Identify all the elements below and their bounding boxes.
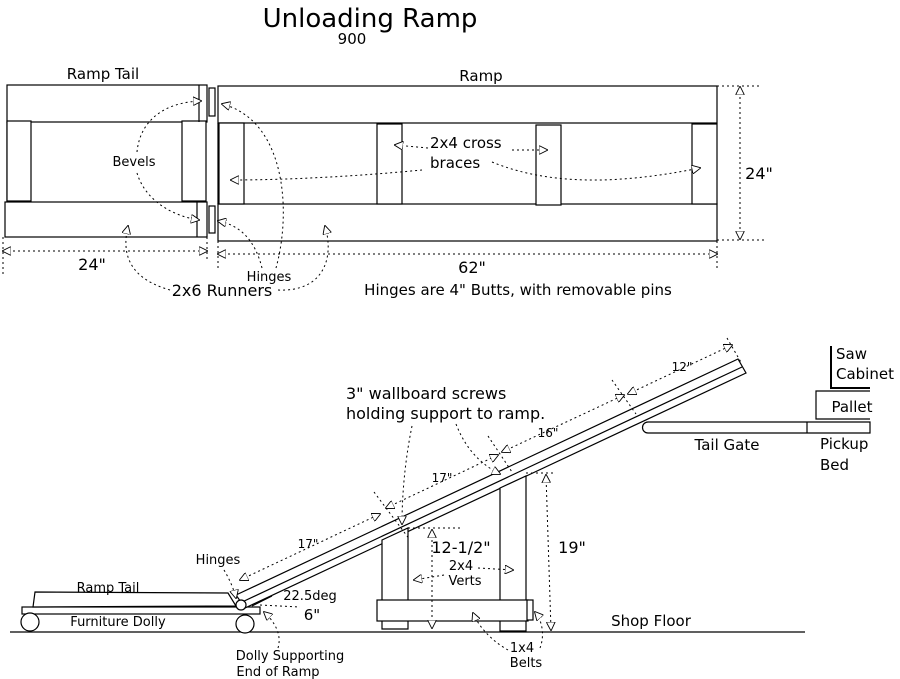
- dim-12-label: 12": [672, 360, 693, 374]
- dim-19-label: 19": [558, 538, 586, 557]
- ramp-brace-4: [691, 123, 718, 205]
- ramp-brace-1: [218, 122, 245, 205]
- belt-end: [526, 599, 534, 621]
- tail-gate: [641, 421, 871, 434]
- hinge-note: Hinges are 4" Butts, with removable pins: [364, 281, 672, 299]
- vert-tall: [499, 475, 527, 632]
- belts-line2: Belts: [510, 656, 543, 671]
- dim-12-line: [628, 345, 732, 394]
- dim-16-label: 16": [538, 426, 559, 440]
- hinges-arrow-bottom: [218, 221, 263, 269]
- runners-arrow-right: [277, 226, 328, 291]
- ramp-top-runner: [217, 85, 718, 124]
- ramp-hinge-pin: [235, 599, 247, 611]
- saw-label-line1: Saw: [836, 345, 867, 363]
- cross-braces-line1: 2x4 cross: [430, 134, 502, 152]
- dim-17-upper-line: [386, 455, 498, 508]
- height-dim: 24": [745, 164, 773, 183]
- ramp-tail-side-label: Ramp Tail: [77, 581, 140, 596]
- runners-arrow-left: [126, 226, 171, 291]
- ramp-tail-plan: [4, 84, 208, 238]
- braces-arrow-right: [491, 161, 700, 181]
- ramp-length-dim: 62": [458, 258, 486, 277]
- furniture-dolly-label: Furniture Dolly: [70, 615, 166, 630]
- dim-12-5-label: 12-1/2": [431, 538, 490, 557]
- tail-bottom-runner: [4, 201, 208, 238]
- diagram-subtitle: 900: [338, 30, 367, 48]
- ramp-brace-2: [376, 123, 403, 205]
- braces-arrow-left: [231, 169, 423, 180]
- dim-17-lower-line: [240, 514, 380, 580]
- angle-label: 22.5deg: [283, 589, 336, 604]
- ramp-label: Ramp: [459, 67, 502, 85]
- tail-width-dim: 24": [78, 255, 106, 274]
- dolly-wheel-right: [235, 614, 255, 634]
- dim-19-line: [546, 475, 551, 630]
- saw-cabinet: [830, 346, 870, 389]
- braces-arrow-mid-left: [395, 145, 429, 148]
- verts-line1: 2x4: [449, 559, 473, 574]
- ramp-tail-label: Ramp Tail: [67, 65, 139, 83]
- dim-6-label: 6": [304, 606, 320, 624]
- tail-right-brace: [181, 120, 207, 202]
- verts-line2: Verts: [448, 574, 481, 589]
- screws-line2: holding support to ramp.: [346, 404, 545, 423]
- tail-left-brace: [6, 120, 32, 202]
- saw-label-line2: Cabinet: [836, 365, 894, 383]
- hinges-side-label: Hinges: [196, 553, 241, 568]
- screws-line1: 3" wallboard screws: [346, 384, 506, 403]
- tail-top-runner: [6, 84, 208, 123]
- ramp-brace-3: [535, 124, 562, 206]
- runners-label: 2x6 Runners: [172, 281, 273, 300]
- dolly-support-line2: End of Ramp: [236, 665, 319, 679]
- bevels-label: Bevels: [113, 155, 156, 170]
- pallet-label: Pallet: [831, 398, 872, 416]
- hinges-label: Hinges: [247, 270, 292, 285]
- shop-floor-label: Shop Floor: [611, 612, 692, 630]
- cross-braces-line2: braces: [430, 154, 480, 172]
- dim-17-lower-label: 17": [298, 537, 319, 551]
- pallet: [815, 390, 870, 420]
- dim-17-upper-label: 17": [432, 471, 453, 485]
- ramp-support: [376, 475, 534, 632]
- diagram-title: Unloading Ramp: [263, 4, 478, 34]
- bevels-arrow-bottom: [136, 172, 199, 220]
- dolly-support-line1: Dolly Supporting: [236, 649, 345, 664]
- tail-gate-label: Tail Gate: [694, 436, 760, 454]
- belts-line1: 1x4: [510, 641, 534, 656]
- dolly-wheel-left: [20, 612, 40, 632]
- ramp-bottom-runner: [217, 203, 718, 242]
- ramp-plan: [217, 85, 718, 242]
- hinge-bottom: [208, 205, 216, 234]
- pickup-line2: Bed: [820, 456, 849, 474]
- support-belt: [376, 599, 529, 622]
- pickup-line1: Pickup: [820, 435, 868, 453]
- hinge-top: [208, 87, 216, 117]
